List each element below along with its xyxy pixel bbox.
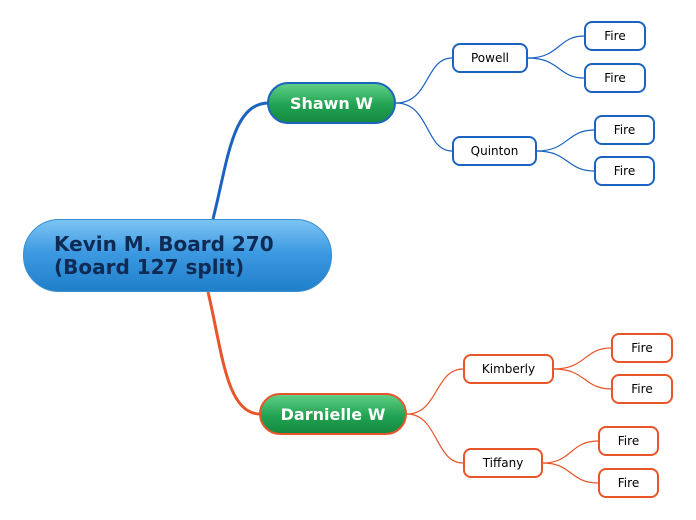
connector-tiffany-fire-1 xyxy=(542,440,599,464)
main-topic-label: Shawn W xyxy=(289,93,374,113)
leaf-topic-label: Fire xyxy=(604,29,626,43)
connector-kimberly-fire-1 xyxy=(553,347,612,370)
leaf-topic-label: Fire xyxy=(631,341,653,355)
connector-root-darnielle xyxy=(206,291,261,416)
connector-shawn-quinton xyxy=(395,102,453,152)
subtopic-tiffany[interactable]: Tiffany xyxy=(463,448,543,478)
root-topic-line-2: (Board 127 split) xyxy=(54,254,245,279)
subtopic-label: Quinton xyxy=(470,144,519,158)
leaf-topic-fire[interactable]: Fire xyxy=(594,115,655,145)
connector-darnielle-tiffany xyxy=(406,413,464,464)
leaf-topic-fire[interactable]: Fire xyxy=(594,156,655,186)
leaf-topic-label: Fire xyxy=(631,382,653,396)
connector-root-shawn xyxy=(211,101,269,220)
root-topic-label: Kevin M. Board 270 (Board 127 split) xyxy=(54,231,274,279)
leaf-topic-fire[interactable]: Fire xyxy=(611,374,673,404)
main-topic-label: Darnielle W xyxy=(280,404,386,424)
connector-powell-fire-2 xyxy=(527,57,585,79)
leaf-topic-label: Fire xyxy=(613,123,636,137)
connector-powell-fire-1 xyxy=(527,35,585,59)
subtopic-powell[interactable]: Powell xyxy=(452,43,528,73)
leaf-topic-label: Fire xyxy=(613,164,636,178)
leaf-topic-fire[interactable]: Fire xyxy=(598,426,659,456)
subtopic-label: Tiffany xyxy=(482,456,524,470)
root-topic[interactable]: Kevin M. Board 270 (Board 127 split) xyxy=(23,219,332,292)
subtopic-label: Kimberly xyxy=(481,362,536,376)
leaf-topic-label: Fire xyxy=(617,476,640,490)
leaf-topic-fire[interactable]: Fire xyxy=(611,333,673,363)
leaf-topic-fire[interactable]: Fire xyxy=(584,21,646,51)
connector-darnielle-kimberly xyxy=(406,368,464,415)
connector-tiffany-fire-2 xyxy=(542,462,599,484)
leaf-topic-fire[interactable]: Fire xyxy=(584,63,646,93)
root-topic-line-1: Kevin M. Board 270 xyxy=(54,231,274,256)
leaf-topic-label: Fire xyxy=(604,71,626,85)
subtopic-kimberly[interactable]: Kimberly xyxy=(463,354,554,384)
leaf-topic-label: Fire xyxy=(617,434,640,448)
connector-quinton-fire-1 xyxy=(536,129,595,152)
connector-kimberly-fire-2 xyxy=(553,368,612,390)
connector-shawn-powell xyxy=(395,57,453,104)
leaf-topic-fire[interactable]: Fire xyxy=(598,468,659,498)
main-topic-darnielle-w[interactable]: Darnielle W xyxy=(259,393,407,435)
connector-quinton-fire-2 xyxy=(536,150,595,172)
subtopic-quinton[interactable]: Quinton xyxy=(452,136,537,166)
subtopic-label: Powell xyxy=(470,51,509,65)
main-topic-shawn-w[interactable]: Shawn W xyxy=(267,82,396,124)
